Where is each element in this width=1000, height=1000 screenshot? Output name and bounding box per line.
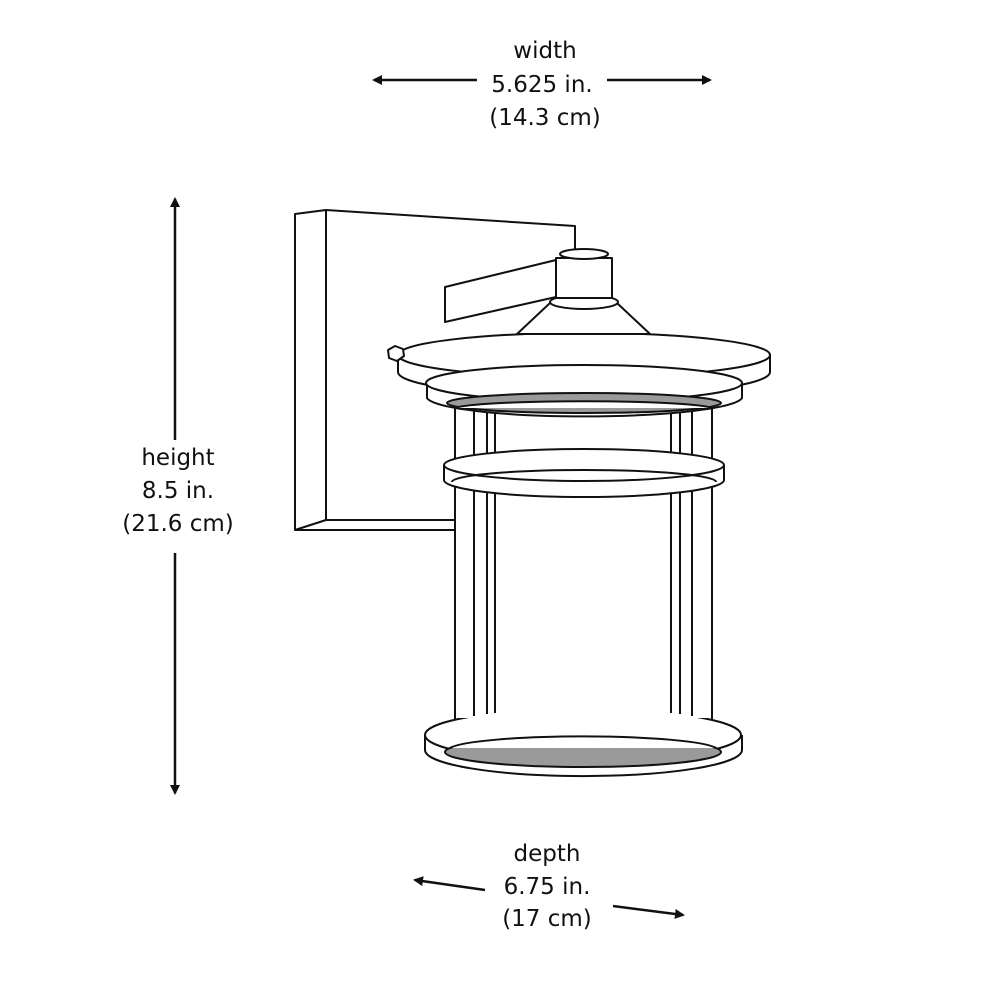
top-rim [397,332,771,418]
cap [549,248,619,310]
depth-arrow-right [612,904,685,919]
height-value-in: 8.5 in. [141,478,215,504]
width-value-in: 5.625 in. [491,72,593,98]
depth-value-in: 6.75 in. [503,874,591,900]
width-value-cm: (14.3 cm) [489,105,601,131]
width-label: width [513,38,577,64]
depth-label: depth [513,841,581,867]
depth-arrow-left [413,876,486,892]
glass-posts [454,400,713,720]
depth-value-cm: (17 cm) [502,906,592,932]
bottom-ring [424,708,743,778]
middle-band [443,448,725,498]
glass-cylinder [455,400,712,718]
nut [387,345,405,362]
height-value-cm: (21.6 cm) [122,511,234,537]
height-label: height [141,445,215,471]
